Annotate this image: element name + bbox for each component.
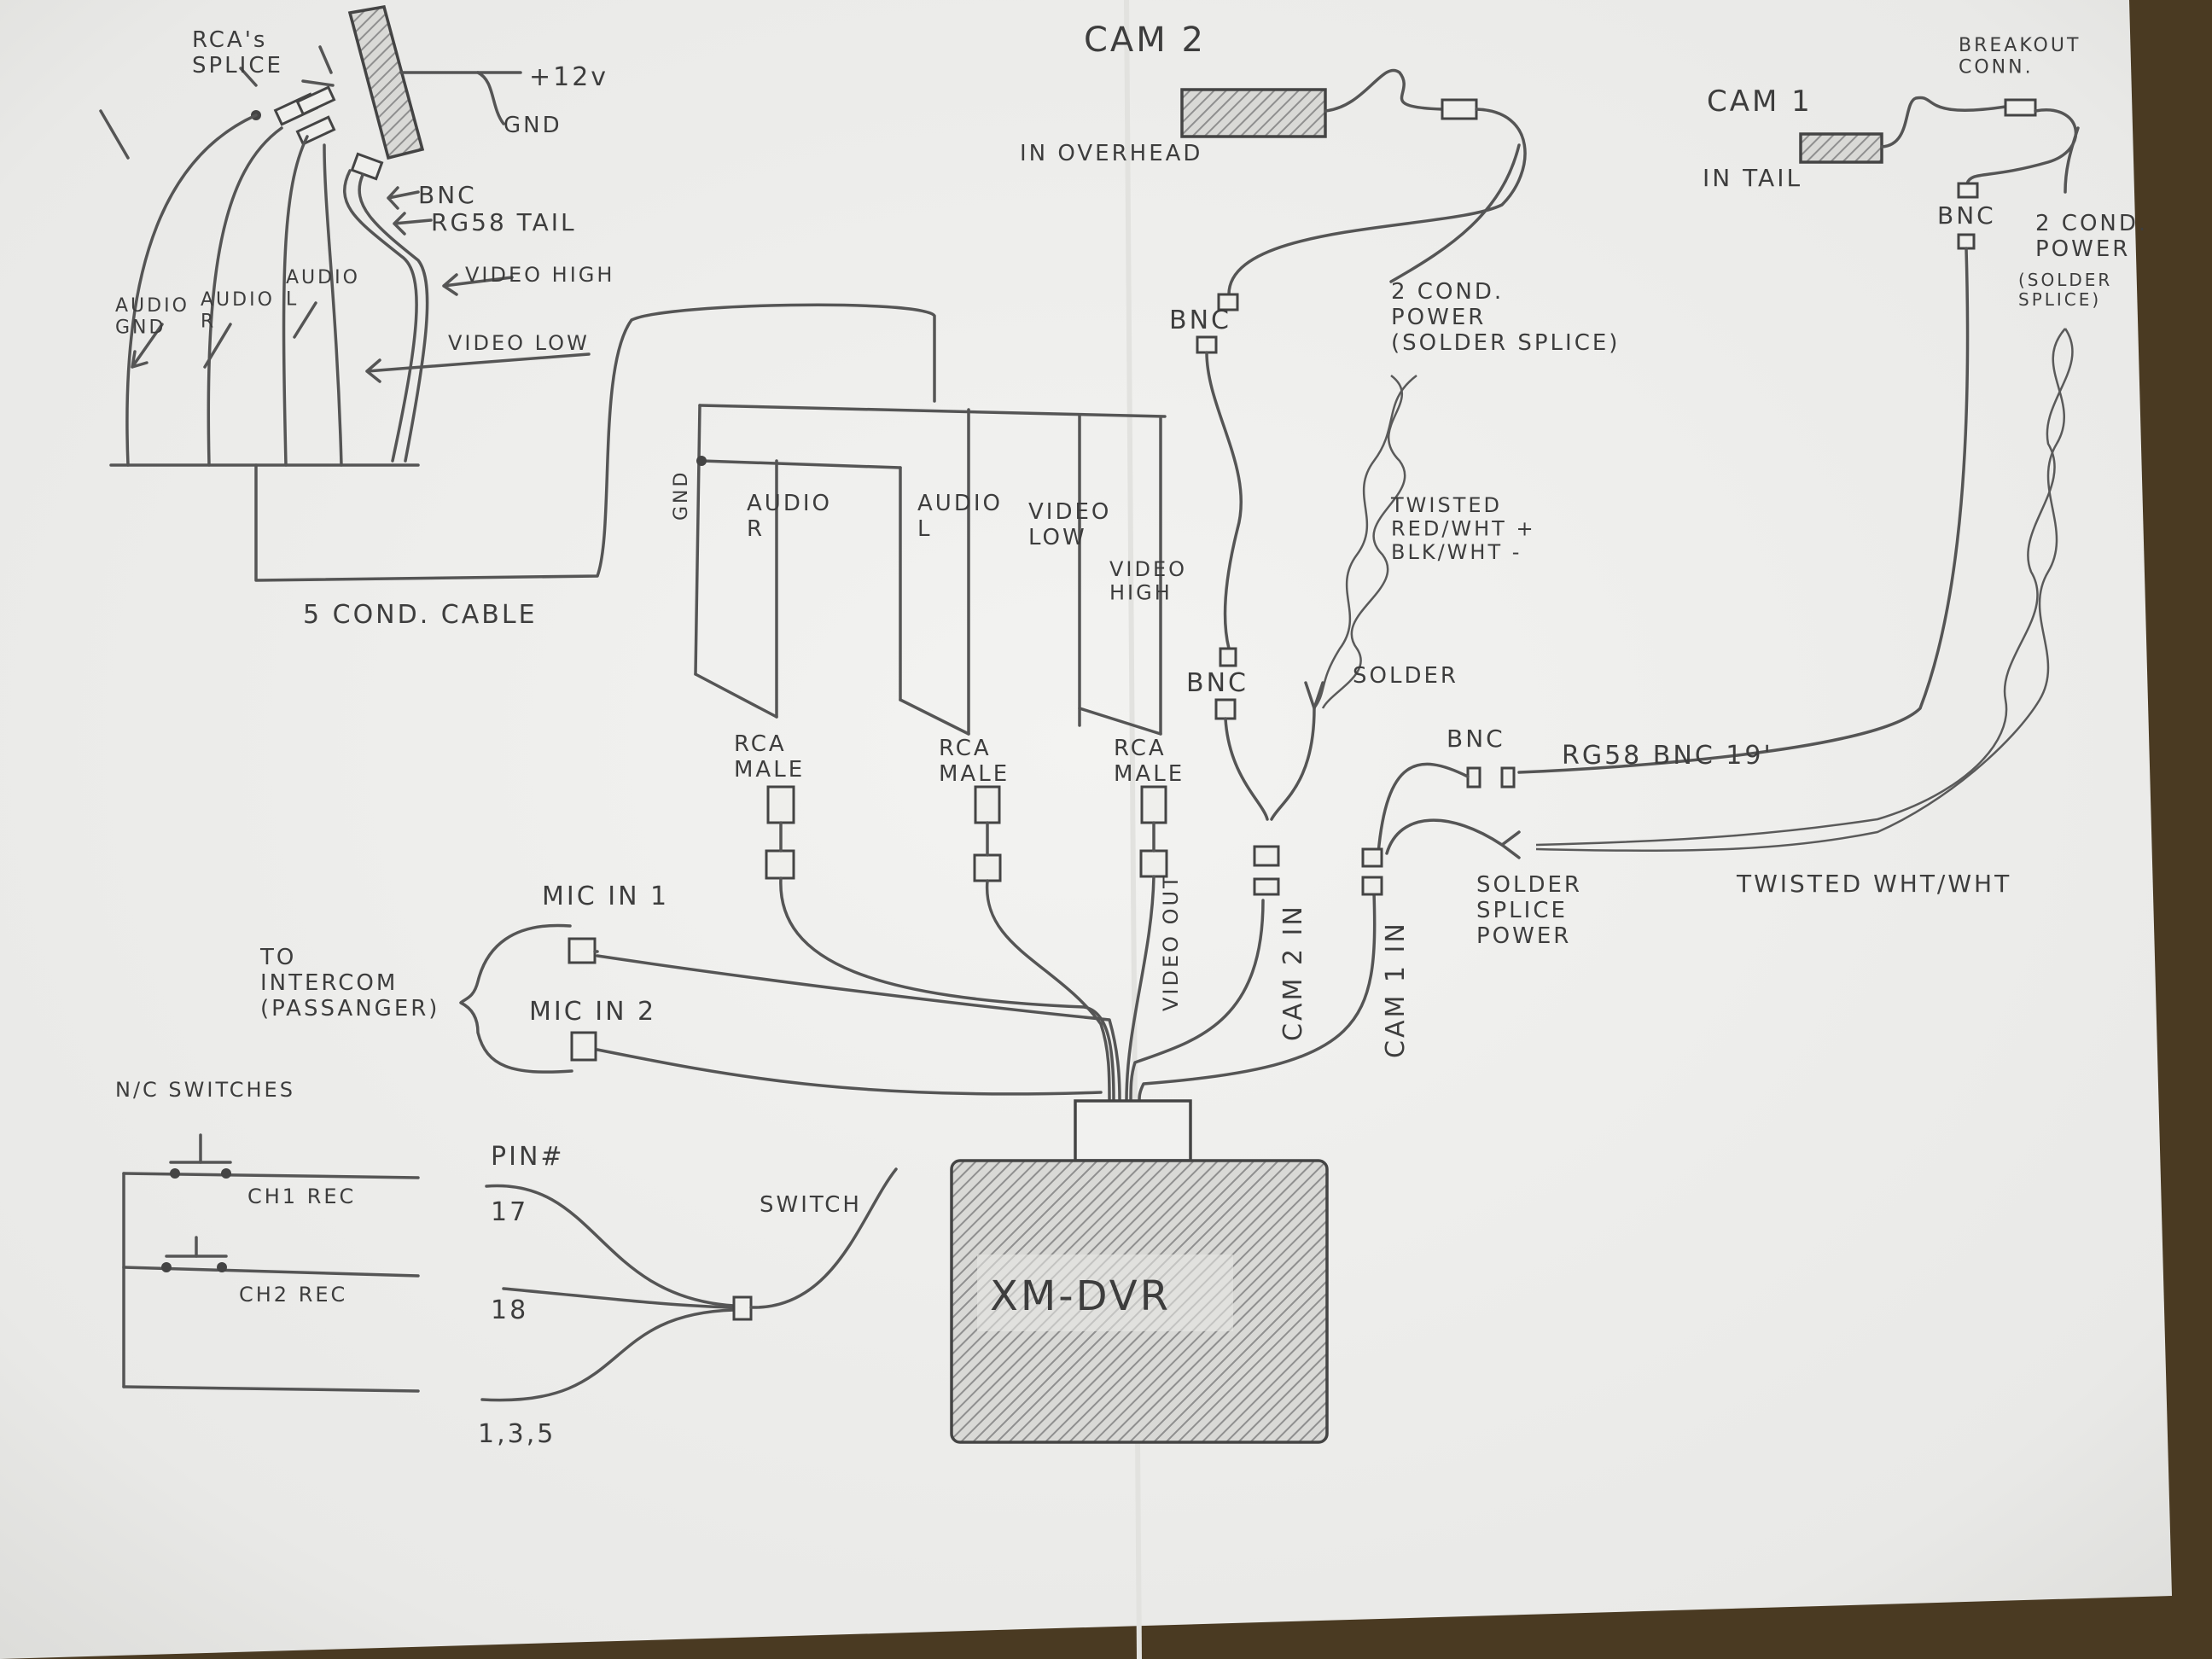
mic-group: [459, 923, 599, 1074]
pin-title: PIN#: [491, 1142, 565, 1172]
breakout-box: [694, 404, 1167, 736]
pin-135: 1,3,5: [478, 1419, 556, 1449]
dvr-label: XM-DVR: [990, 1272, 1171, 1320]
mount-bracket: [347, 5, 425, 160]
dvr-box: [950, 1099, 1329, 1444]
rg58-label: RG58 BNC 19': [1562, 741, 1773, 771]
bnc-top-label: BNC: [418, 181, 477, 209]
switch-label: SWITCH: [760, 1192, 862, 1218]
pin-wiring: [480, 1167, 898, 1402]
gnd-top-label: GND: [504, 113, 562, 138]
video-high-label: VIDEO HIGH: [465, 263, 614, 287]
cam2-group: [1180, 68, 1527, 896]
dvr-cables: [596, 875, 1377, 1103]
rg58-tail-label: RG58 TAIL: [431, 208, 577, 236]
cam1-group: [1361, 96, 2080, 896]
cam1-location: IN TAIL: [1703, 164, 1802, 192]
cam2-location: IN OVERHEAD: [1020, 141, 1202, 166]
mic2-label: MIC IN 2: [529, 997, 656, 1027]
cam2-bnc-bottom: BNC: [1186, 668, 1249, 698]
gnd-mid-label: GND: [671, 470, 692, 521]
ch2-rec-label: CH2 REC: [239, 1283, 347, 1307]
cam2-power-label: 2 COND.POWER(SOLDER SPLICE): [1391, 279, 1620, 356]
cam2-title: CAM 2: [1084, 20, 1206, 60]
ch1-rec-label: CH1 REC: [247, 1185, 356, 1208]
video-low-label: VIDEO LOW: [448, 331, 590, 355]
cam1-body: [1799, 132, 1883, 164]
video-out-label: VIDEO OUT: [1159, 873, 1183, 1011]
cam1-in-label: CAM 1 IN: [1381, 921, 1411, 1058]
cam2-bnc-top: BNC: [1169, 306, 1231, 335]
pin-18: 18: [491, 1295, 528, 1325]
cam1-bnc-lower: BNC: [1447, 725, 1505, 753]
cam2-in-label: CAM 2 IN: [1278, 904, 1308, 1041]
switch-schematic: [122, 1133, 420, 1393]
plus12v-label: +12v: [529, 62, 608, 92]
twisted-wht-label: TWISTED WHT/WHT: [1736, 870, 2011, 898]
panel-connector-group: [99, 5, 936, 582]
cam1-power-label: 2 COND.POWER: [2035, 211, 2148, 262]
cam2-solder-label: SOLDER: [1353, 663, 1458, 689]
five-cond-cable-label: 5 COND. CABLE: [303, 600, 538, 630]
cam2-body: [1180, 88, 1327, 138]
nc-switches-title: N/C SWITCHES: [115, 1078, 295, 1102]
cam1-title: CAM 1: [1707, 84, 1813, 119]
cam1-bnc-label: BNC: [1937, 201, 1996, 230]
pin-17: 17: [491, 1197, 528, 1227]
mic1-label: MIC IN 1: [542, 882, 669, 911]
